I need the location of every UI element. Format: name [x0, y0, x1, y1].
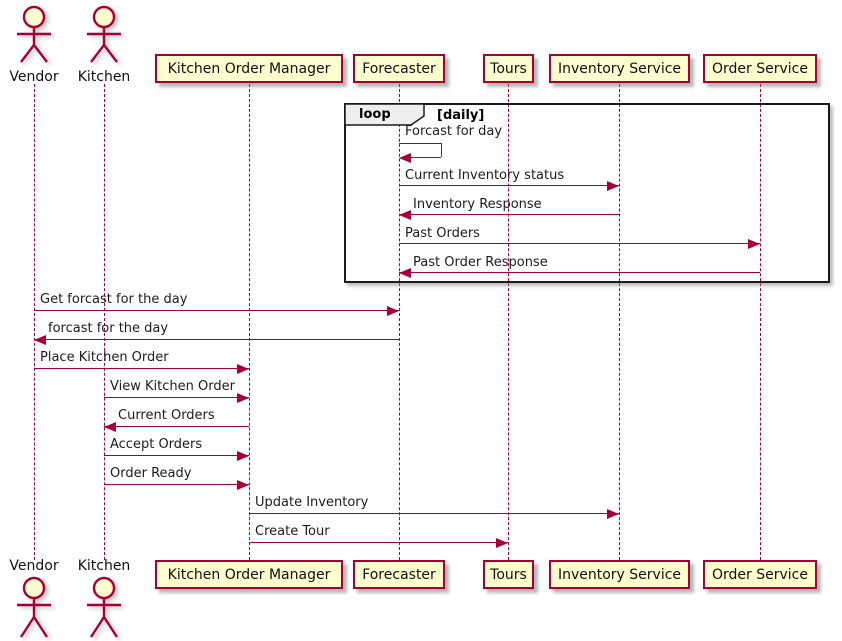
actor-label-vendor-bottom: Vendor: [9, 558, 59, 574]
loop-fragment-frame: loop [daily]: [344, 103, 830, 283]
message-line: [399, 243, 760, 244]
message-line: [34, 310, 399, 311]
message-line: [399, 272, 760, 273]
actor-label-kitchen-bottom: Kitchen: [77, 558, 131, 574]
message-label: View Kitchen Order: [110, 379, 235, 394]
participant-order-service-top: Order Service: [703, 54, 817, 83]
message-label: Past Order Response: [413, 255, 548, 270]
participant-inventory-service-top: Inventory Service: [549, 54, 690, 83]
message-label: Place Kitchen Order: [40, 350, 169, 365]
message-label: Create Tour: [255, 524, 330, 539]
participant-tours-bottom: Tours: [483, 560, 534, 589]
message-label: Current Orders: [118, 408, 215, 423]
lifeline-forecaster: [399, 84, 400, 560]
message-line: [34, 368, 249, 369]
actor-icon-vendor-bottom: [17, 576, 51, 638]
arrowhead-right-icon: [607, 181, 619, 191]
lifeline-vendor: [34, 84, 35, 560]
participant-forecaster-top: Forecaster: [353, 54, 445, 83]
participant-forecaster-bottom: Forecaster: [353, 560, 445, 589]
message-line: [104, 455, 249, 456]
loop-operator-pentagon: [345, 104, 425, 126]
message-label: Order Ready: [110, 466, 192, 481]
lifeline-kitchen-order-manager: [249, 84, 250, 560]
arrowhead-right-icon: [748, 239, 760, 249]
actor-icon-kitchen-bottom: [87, 576, 121, 638]
message-line: [399, 185, 619, 186]
arrowhead-left-icon: [104, 422, 116, 432]
arrowhead-right-icon: [237, 364, 249, 374]
lifeline-order-service: [760, 84, 761, 560]
message-line: [104, 397, 249, 398]
arrowhead-right-icon: [387, 306, 399, 316]
arrowhead-right-icon: [607, 509, 619, 519]
arrowhead-left-icon: [34, 335, 46, 345]
arrowhead-right-icon: [237, 451, 249, 461]
message-label: Forcast for day: [405, 124, 503, 139]
message-line: [104, 426, 249, 427]
lifeline-kitchen: [104, 84, 105, 560]
actor-icon-vendor-top: [17, 5, 51, 63]
actor-label-kitchen-top: Kitchen: [77, 69, 131, 85]
message-label: Inventory Response: [413, 197, 542, 212]
message-line: [399, 214, 619, 215]
arrowhead-right-icon: [237, 480, 249, 490]
loop-condition-label: [daily]: [437, 108, 485, 123]
message-label: forcast for the day: [48, 321, 169, 336]
message-line: [104, 484, 249, 485]
lifeline-tours: [508, 84, 509, 560]
message-label: Current Inventory status: [405, 168, 565, 183]
message-line: [249, 513, 619, 514]
message-label: Past Orders: [405, 226, 480, 241]
message-line: [441, 143, 442, 157]
participant-inventory-service-bottom: Inventory Service: [549, 560, 690, 589]
lifeline-inventory-service: [619, 84, 620, 560]
loop-operator-label: loop: [359, 107, 391, 122]
participant-kitchen-order-manager-bottom: Kitchen Order Manager: [155, 560, 343, 589]
actor-label-vendor-top: Vendor: [9, 69, 59, 85]
participant-order-service-bottom: Order Service: [703, 560, 817, 589]
participant-tours-top: Tours: [483, 54, 534, 83]
arrowhead-right-icon: [237, 393, 249, 403]
participant-kitchen-order-manager-top: Kitchen Order Manager: [155, 54, 343, 83]
arrowhead-left-icon: [399, 210, 411, 220]
arrowhead-right-icon: [496, 538, 508, 548]
message-label: Accept Orders: [110, 437, 203, 452]
actor-icon-kitchen-top: [87, 5, 121, 63]
message-line: [249, 542, 508, 543]
message-line: [401, 157, 441, 158]
message-label: Get forcast for the day: [40, 292, 188, 307]
arrowhead-left-icon: [399, 268, 411, 278]
message-line: [34, 339, 399, 340]
message-line: [399, 143, 441, 144]
message-label: Update Inventory: [255, 495, 369, 510]
arrowhead-left-icon: [399, 153, 411, 163]
